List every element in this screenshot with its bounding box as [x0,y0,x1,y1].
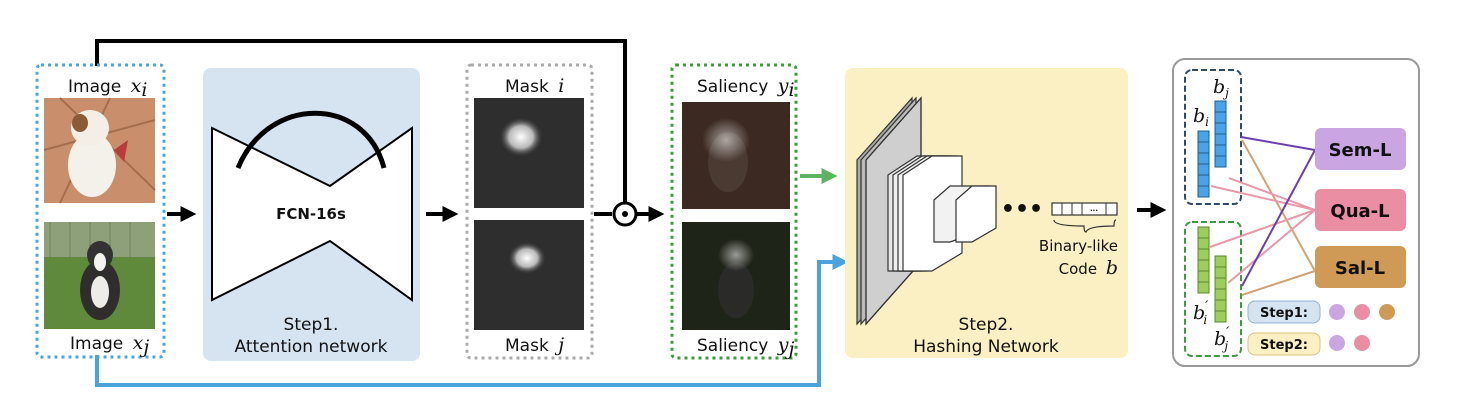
code-vector-bj-prime [1214,255,1227,323]
bip-prime: ′ [1205,299,1209,315]
mask-j-label: Mask [505,336,549,356]
step1-legend-badge [1247,300,1321,324]
code-b-var: b [1106,257,1118,279]
bjp-sub: j [1221,339,1228,353]
saliency-j-var: y [777,334,789,356]
image-j-label: Image [70,334,123,354]
qua-loss-box [1315,189,1406,231]
binary-code-label: Binary-like [1039,237,1118,255]
bj-sub: j [1222,86,1229,100]
svg-text:bi: bi [1193,105,1209,129]
sal-loss-box [1315,246,1406,288]
product-center-dot [622,211,628,217]
code-vector-bi [1197,130,1210,198]
image-j-thumbnail [44,222,155,329]
image-i-thumbnail [43,97,156,204]
sem-loss-box [1315,128,1406,170]
bjp-prime: ′ [1226,325,1230,341]
mask-i-var: i [558,75,564,97]
masks-frame [465,63,594,360]
image-i-sub: i [141,79,147,101]
saliency-i-label: Saliency [697,77,768,97]
fcn-label: FCN-16s [276,205,346,223]
saliency-j-image [682,222,790,330]
legend-sem-dot [1329,304,1345,320]
saliency-i-image [682,102,790,209]
qua-loss-label: Qua-L [1330,201,1389,222]
image-j-sub: j [139,336,149,358]
legend-qua-dot [1354,304,1370,320]
loss-connections [1209,136,1316,296]
input-frame [35,63,166,359]
svg-text:Image xj: Image xj [70,332,149,358]
svg-text:Mask j: Mask j [505,334,564,356]
bip-sub: i [1203,313,1207,327]
image-j-var: x [133,332,144,354]
code-vector-bi-prime [1197,226,1210,294]
image-i-var: x [131,75,142,97]
svg-text:Saliency yi: Saliency yi [697,75,795,101]
bi-var: b [1193,105,1205,127]
skip-arc [235,110,387,169]
legend-step2-sem-dot [1329,335,1345,351]
step2-title: Step2. [959,315,1014,335]
mask-j-var: j [554,334,564,356]
sal-loss-label: Sal-L [1335,258,1385,279]
svg-text:b′i: b′i [1193,299,1209,327]
svg-text:Saliency yj: Saliency yj [697,334,794,360]
saliency-frame [670,63,798,360]
svg-text:bj: bj [1213,76,1229,100]
bypass-line-bottom [95,254,849,387]
image-i-label: Image [68,77,121,97]
step2-legend-label: Step2: [1260,338,1308,353]
bjp-var: b [1214,328,1226,350]
saliency-i-sub: i [788,79,794,101]
legend-sal-dot [1379,304,1395,320]
ellipsis: ••• [1001,197,1043,222]
bi-sub: i [1205,115,1209,129]
code-vector-bj [1214,100,1227,168]
step1-title: Step1. [284,315,339,335]
svg-text:...: ... [1090,205,1098,213]
step1-subtitle: Attention network [235,337,388,357]
svg-text:Mask i: Mask i [505,75,564,97]
mask-i-label: Mask [505,77,549,97]
saliency-i-var: y [777,75,789,97]
bip-var: b [1193,302,1205,324]
sem-loss-label: Sem-L [1329,140,1392,161]
cnn-layers [856,96,997,326]
step2-subtitle: Hashing Network [913,337,1059,357]
svg-text:Code b: Code b [1059,257,1118,279]
bypass-line-top [95,39,627,206]
svg-text:Image xi: Image xi [68,75,147,101]
svg-text:b′j: b′j [1214,325,1230,353]
bj-var: b [1213,76,1225,98]
code-group-j-frame [1184,221,1242,357]
binary-code-bar: ... [1051,202,1118,233]
mask-j-image [474,220,584,330]
fcn-hourglass-shape [211,126,413,302]
code-b-label: Code [1059,260,1097,278]
mask-i-image [474,98,584,208]
step1-legend-label: Step1: [1260,306,1308,321]
saliency-j-label: Saliency [697,336,768,356]
legend-step2-qua-dot [1354,335,1370,351]
step2-legend-badge [1247,332,1321,356]
saliency-j-sub: j [784,338,794,360]
